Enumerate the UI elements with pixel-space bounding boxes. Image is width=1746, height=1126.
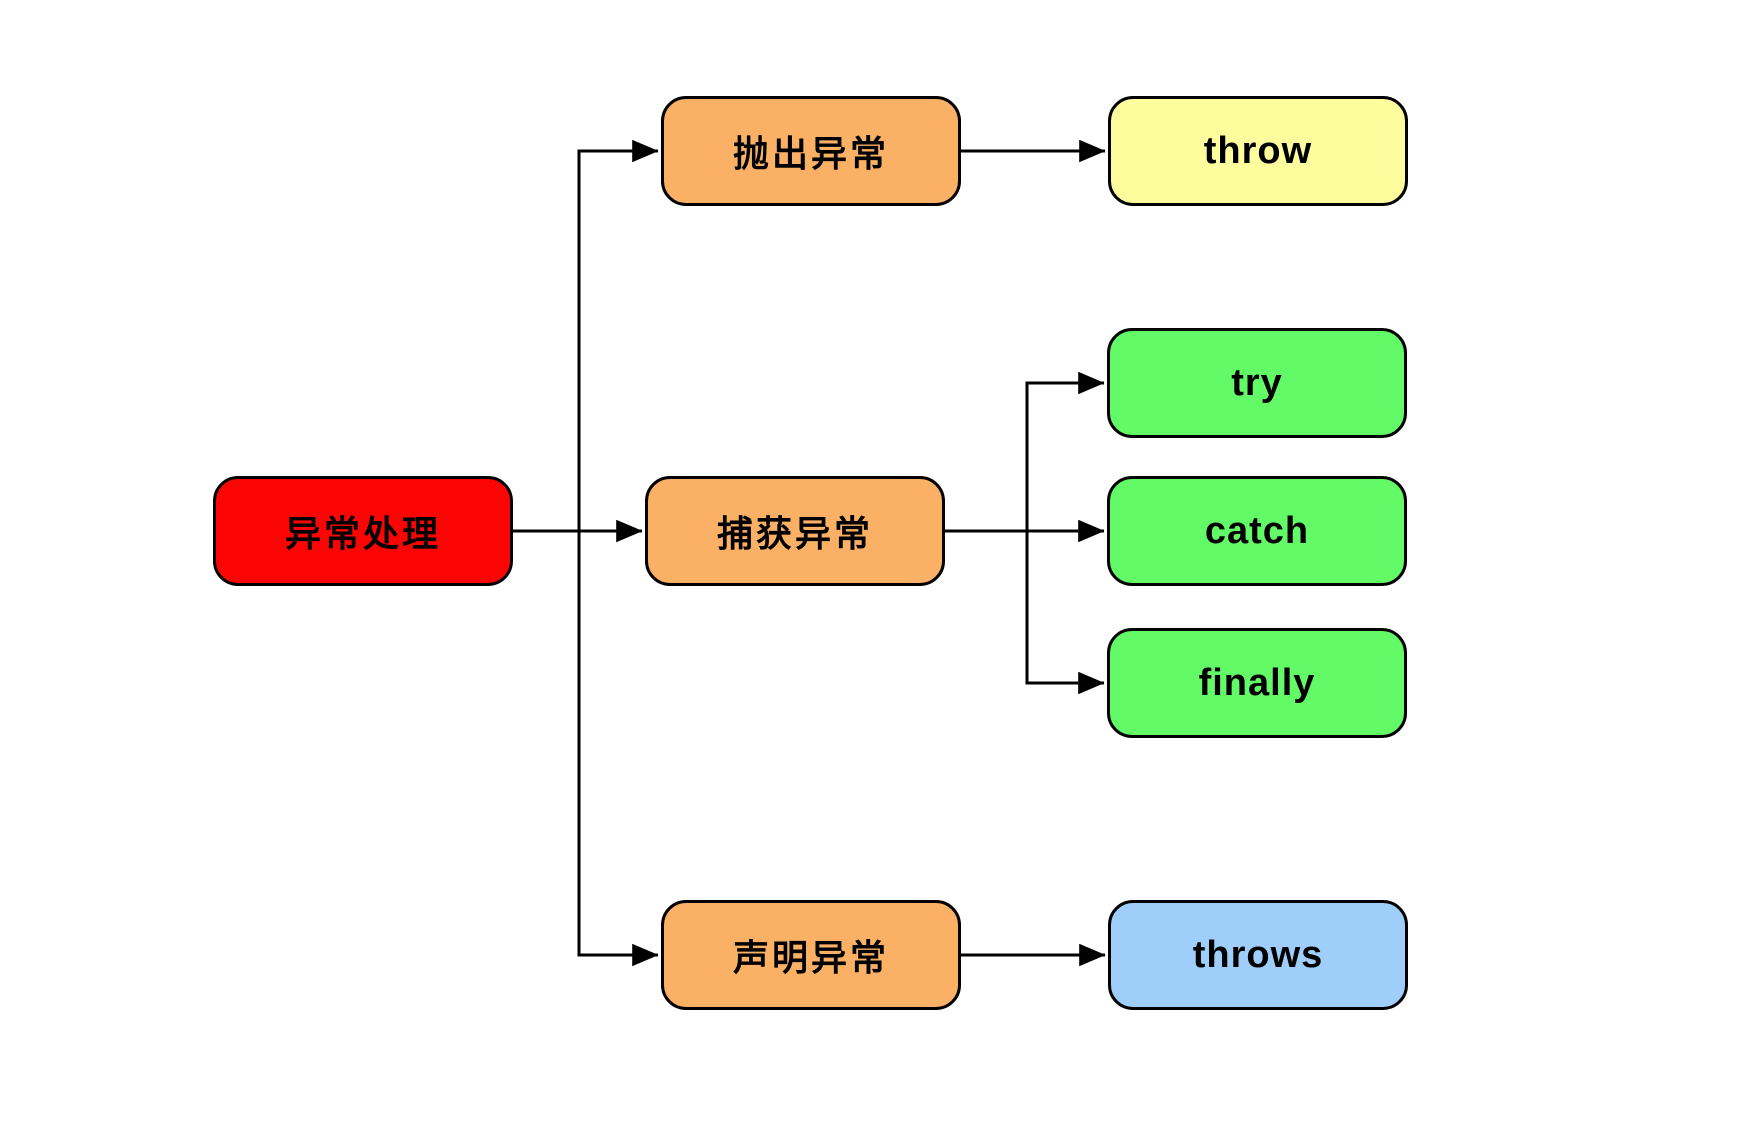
connector-catch-branch-to-finally [1025, 531, 1105, 695]
node-declare-exception[interactable]: 声明异常 [661, 900, 961, 1010]
node-try-keyword-label: try [1231, 361, 1283, 404]
node-catch-exception[interactable]: 捕获异常 [645, 476, 945, 586]
node-catch-exception-label: 捕获异常 [716, 513, 873, 554]
node-catch-keyword-label: catch [1204, 509, 1310, 552]
node-declare-exception-label: 声明异常 [732, 937, 889, 978]
node-exception-handling[interactable]: 异常处理 [213, 476, 513, 586]
connector-catch-branch-to-try [1025, 371, 1105, 531]
node-throws-keyword-label: throws [1192, 933, 1324, 976]
node-throw-keyword-label: throw [1203, 129, 1313, 172]
node-exception-handling-label: 异常处理 [284, 513, 441, 554]
node-throw-keyword[interactable]: throw [1108, 96, 1408, 206]
node-throws-keyword[interactable]: throws [1108, 900, 1408, 1010]
node-throw-exception[interactable]: 抛出异常 [661, 96, 961, 206]
node-catch-keyword[interactable]: catch [1107, 476, 1407, 586]
node-throw-exception-label: 抛出异常 [732, 133, 889, 174]
node-try-keyword[interactable]: try [1107, 328, 1407, 438]
connector-root-to-declare-branch [577, 531, 659, 967]
node-finally-keyword-label: finally [1198, 661, 1316, 704]
connector-root-to-throw-branch [577, 139, 659, 531]
node-finally-keyword[interactable]: finally [1107, 628, 1407, 738]
